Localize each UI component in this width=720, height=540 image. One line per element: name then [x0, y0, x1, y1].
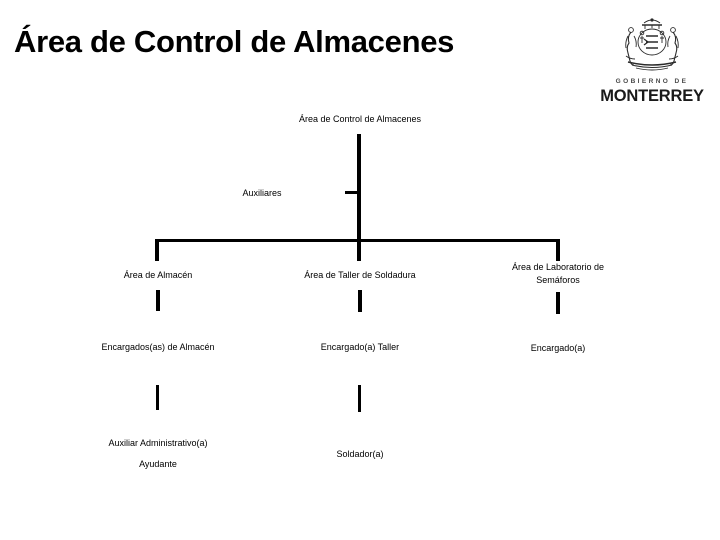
connector-drop-almacen	[155, 239, 159, 261]
org-node-area-taller-soldadura: Área de Taller de Soldadura	[275, 269, 445, 282]
org-node-encargado-taller: Encargado(a) Taller	[290, 341, 430, 354]
org-node-encargado-laboratorio-label: Encargado(a)	[530, 343, 586, 353]
connector-assistant-stub	[345, 191, 359, 194]
org-node-auxiliares-label: Auxiliares	[242, 188, 282, 198]
org-node-area-laboratorio-semaforos: Área de Laboratorio de Semáforos	[493, 261, 623, 287]
org-node-area-almacen: Área de Almacén	[88, 269, 228, 282]
org-node-auxiliares: Auxiliares	[202, 187, 322, 200]
org-node-root-label: Área de Control de Almacenes	[298, 114, 422, 124]
connector-soldadura-to-encargado-taller	[358, 290, 362, 312]
org-node-area-laboratorio-semaforos-line1: Área de Laboratorio de	[511, 262, 605, 272]
connector-root-trunk	[357, 134, 361, 241]
page-title: Área de Control de Almacenes	[14, 24, 455, 59]
org-node-soldador-label: Soldador(a)	[336, 449, 384, 459]
connector-encargados-to-auxiliar	[156, 385, 159, 410]
logo-wordmark: MONTERREY	[600, 87, 704, 105]
org-node-area-taller-soldadura-label: Área de Taller de Soldadura	[304, 270, 416, 280]
org-node-encargado-taller-label: Encargado(a) Taller	[320, 342, 400, 352]
org-node-auxiliar-administrativo-line2: Ayudante	[139, 459, 177, 469]
org-node-encargados-almacen-label: Encargados(as) de Almacén	[101, 342, 215, 352]
connector-drop-semaforos	[556, 239, 560, 261]
org-node-area-almacen-label: Área de Almacén	[123, 270, 193, 280]
org-node-area-laboratorio-semaforos-line2: Semáforos	[536, 275, 580, 285]
connector-drop-soldadura	[357, 239, 361, 261]
connector-semaforos-to-encargado	[556, 292, 560, 314]
org-node-auxiliar-administrativo: Auxiliar Administrativo(a) Ayudante	[83, 437, 233, 471]
connector-encargado-taller-to-soldador	[358, 385, 361, 412]
org-node-soldador: Soldador(a)	[300, 448, 420, 461]
monterrey-coat-of-arms-icon	[625, 18, 679, 71]
org-node-auxiliar-administrativo-line1: Auxiliar Administrativo(a)	[108, 438, 208, 448]
connector-almacen-to-encargados	[156, 290, 160, 311]
org-node-root: Área de Control de Almacenes	[260, 113, 460, 126]
monterrey-logo: GOBIERNO DE MONTERREY	[600, 16, 704, 112]
logo-subtitle: GOBIERNO DE	[615, 78, 689, 85]
org-node-encargado-laboratorio: Encargado(a)	[498, 342, 618, 355]
org-node-encargados-almacen: Encargados(as) de Almacén	[78, 341, 238, 354]
